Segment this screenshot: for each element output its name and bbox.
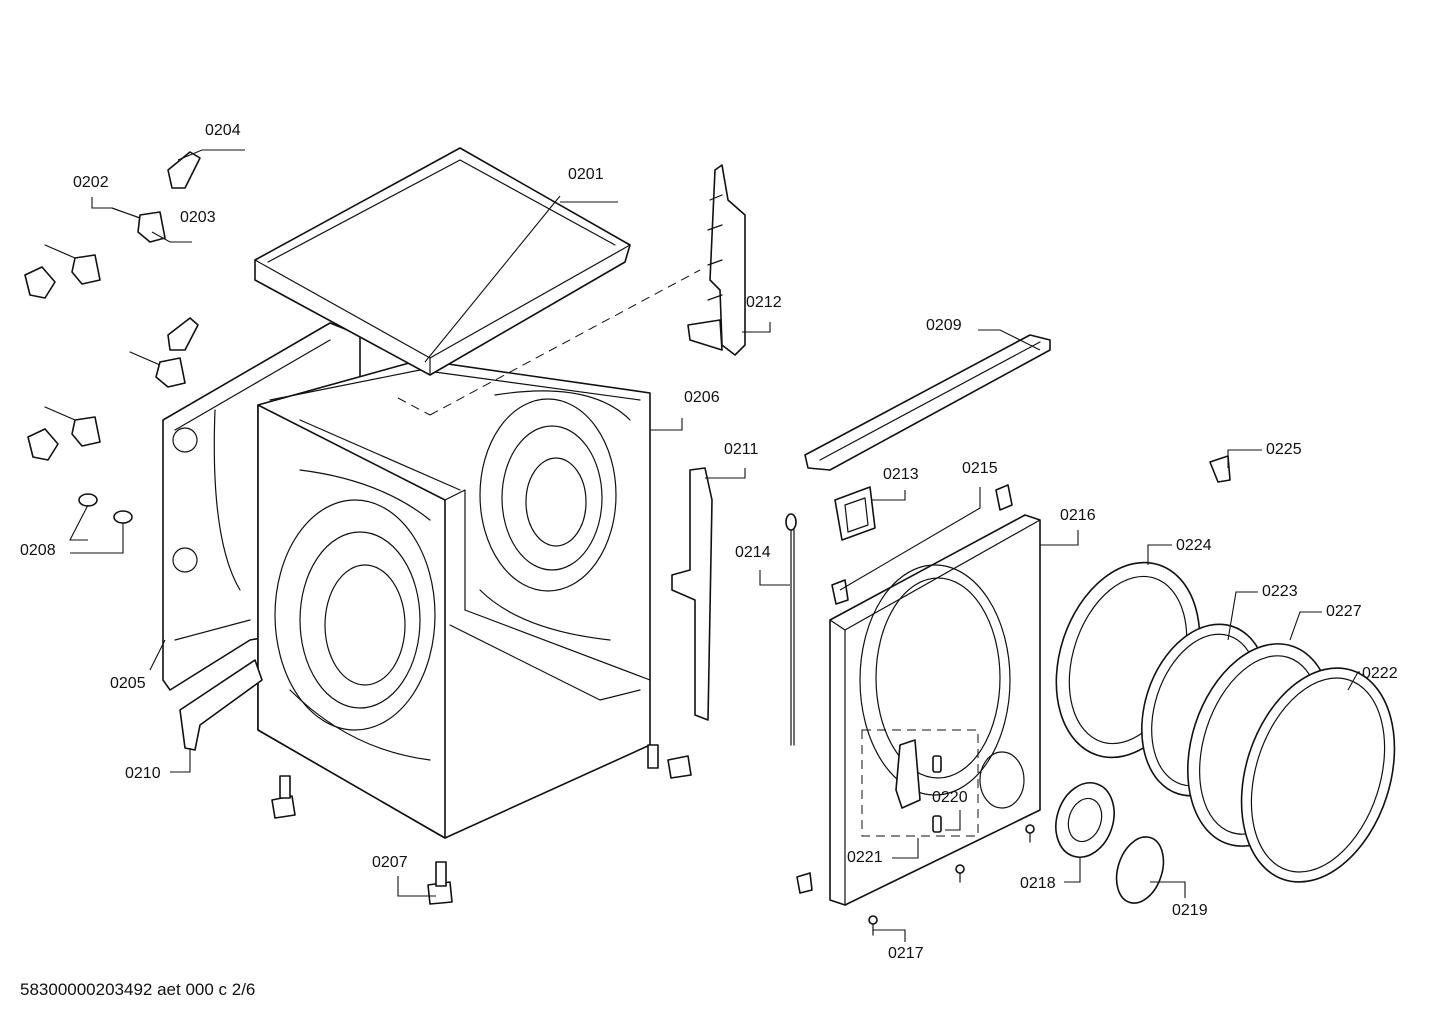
- callout-0215: 0215: [962, 460, 998, 477]
- cabinet-0206: [257, 359, 651, 839]
- assembly-line: [429, 269, 701, 416]
- callout-0222: 0222: [1362, 665, 1398, 682]
- top-lid-0201: [254, 147, 631, 376]
- callout-0214: 0214: [735, 544, 771, 561]
- callout-0206: 0206: [684, 389, 720, 406]
- callout-0211: 0211: [724, 441, 759, 458]
- callout-0205: 0205: [110, 675, 146, 692]
- leader-lines: [69, 149, 1360, 942]
- ring-0222: [1240, 667, 1396, 883]
- callout-0225: 0225: [1266, 441, 1302, 458]
- callout-0227: 0227: [1326, 603, 1362, 620]
- callout-0204: 0204: [205, 122, 241, 139]
- callout-0203: 0203: [180, 209, 216, 226]
- callout-0208: 0208: [20, 542, 56, 559]
- callout-0224: 0224: [1176, 537, 1212, 554]
- callout-0212: 0212: [746, 294, 782, 311]
- module-0213: [834, 486, 876, 541]
- callout-0201: 0201: [568, 166, 604, 183]
- callout-0221: 0221: [847, 849, 883, 866]
- callout-0202: 0202: [73, 174, 109, 191]
- callout-0219: 0219: [1172, 902, 1208, 919]
- callout-0213: 0213: [883, 466, 919, 483]
- bracket-0212: [687, 164, 746, 356]
- rail-0211: [671, 467, 713, 721]
- front-panel-0216: [829, 514, 1041, 906]
- callout-labels: 0204 0202 0203 0201 0212 0209 0206 0211 …: [20, 122, 1398, 962]
- callout-0218: 0218: [1020, 875, 1056, 892]
- callout-0223: 0223: [1262, 583, 1298, 600]
- rod-0214: [785, 513, 797, 746]
- callout-0216: 0216: [1060, 507, 1096, 524]
- small-parts: [24, 151, 1231, 936]
- callout-0207: 0207: [372, 854, 408, 871]
- cross-rail-0209: [804, 334, 1051, 471]
- drawing-reference: 58300000203492 aet 000 c 2/6: [20, 980, 256, 999]
- callout-0217: 0217: [888, 945, 924, 962]
- lock-0218: [1055, 782, 1115, 858]
- callout-0209: 0209: [926, 317, 962, 334]
- callout-0210: 0210: [125, 765, 161, 782]
- cover-0219: [1115, 836, 1165, 904]
- callout-0220: 0220: [932, 789, 968, 806]
